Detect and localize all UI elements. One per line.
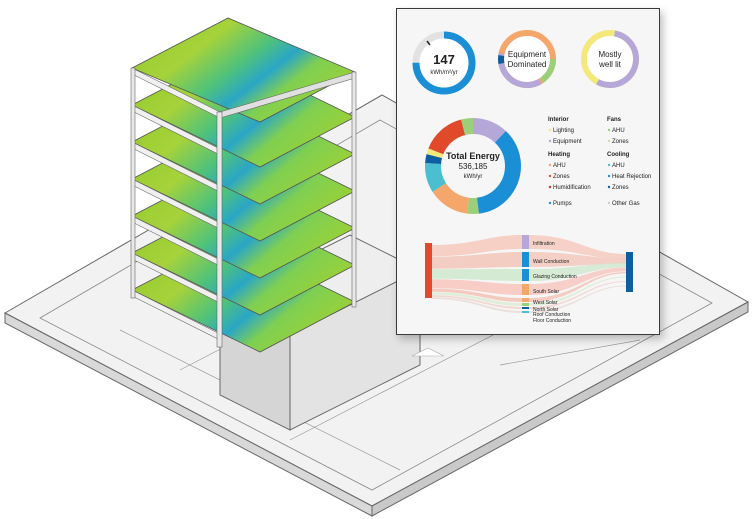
sankey-node	[522, 235, 529, 249]
legend-item: Lighting	[553, 128, 574, 134]
donut-segment	[425, 118, 521, 214]
legend-item: AHU	[553, 163, 566, 169]
donut-segment	[425, 117, 521, 214]
legend-item: Zones	[612, 139, 629, 145]
sankey-flow-in	[432, 279, 522, 295]
column-right	[351, 71, 357, 308]
sankey-flow-out	[529, 263, 626, 281]
sankey-node-label: Roof Conduction	[533, 312, 570, 318]
legend-dot	[607, 139, 611, 143]
legend-item: Zones	[553, 174, 570, 180]
sankey-source-node	[425, 243, 432, 298]
legend-heading-interior: Interior	[548, 117, 569, 123]
donut-unit: kWh/yr	[464, 174, 483, 180]
legend-dot	[548, 139, 552, 143]
sankey-node-label: Wall Conduction	[533, 259, 569, 265]
sankey-flow-in	[432, 235, 522, 257]
legend-dot	[548, 185, 552, 189]
sankey-node	[522, 269, 529, 281]
legend-item: Pumps	[553, 201, 572, 207]
eui-unit: kWh/m²/yr	[430, 70, 457, 76]
legend-dot	[548, 128, 552, 132]
legend-dot	[607, 201, 611, 205]
tower	[130, 17, 357, 353]
light-line1: Mostly	[598, 50, 621, 59]
sankey-node	[522, 307, 529, 309]
sankey-flow-in	[432, 288, 522, 302]
legend-dot	[548, 174, 552, 178]
donut-title: Total Energy	[446, 151, 500, 161]
legend-dot	[607, 163, 611, 167]
legend-dot	[607, 185, 611, 189]
sankey-flow-out	[529, 272, 626, 302]
legend-item: AHU	[612, 163, 625, 169]
sankey-node	[522, 303, 529, 306]
sankey-target-node	[626, 252, 633, 292]
sankey-flow-in	[432, 295, 522, 309]
sankey-node	[522, 298, 529, 302]
sankey-flow-out	[529, 276, 626, 306]
lighting-gauge: Mostly well lit	[581, 30, 639, 89]
sankey-node	[522, 252, 529, 267]
sankey-flow-in	[432, 252, 522, 269]
legend-dot	[548, 163, 552, 167]
sankey-flow-out	[529, 252, 626, 267]
sankey-node-label: South Solar	[533, 289, 559, 295]
sankey-flows	[432, 235, 626, 313]
energy-dashboard-panel: 147 kWh/m²/yr Equipment Dominated Mostly…	[396, 8, 660, 335]
legend-heading-heating: Heating	[548, 152, 570, 158]
eui-value: 147	[433, 52, 455, 67]
sankey-flow-out	[529, 267, 626, 295]
sankey-node-label: West Solar	[533, 300, 558, 306]
sankey-node	[522, 311, 529, 313]
donut-segment	[425, 118, 521, 214]
column-left	[130, 67, 136, 299]
donut-value: 536,185	[459, 162, 488, 171]
column-front	[216, 111, 223, 348]
sankey-flow-in	[432, 292, 522, 306]
legend-heading-cooling: Cooling	[607, 152, 630, 158]
donut-segment	[425, 118, 521, 214]
sankey-node-label: Infiltration	[533, 241, 555, 247]
legend-heading-fans: Fans	[607, 117, 622, 123]
dashboard-canvas: 147 kWh/m²/yr Equipment Dominated Mostly…	[412, 30, 651, 324]
sankey-flow-in	[432, 269, 522, 281]
roof-slab	[131, 17, 356, 123]
donut-segment	[425, 118, 521, 214]
sankey-flow-in	[432, 297, 522, 313]
sankey-flow-out	[529, 235, 626, 259]
eui-gauge: 147 kWh/m²/yr	[412, 31, 476, 95]
sankey-node	[522, 284, 529, 295]
sankey-node-label: Glazing Conduction	[533, 274, 577, 280]
donut-segment	[425, 118, 521, 214]
legend-item: Equipment	[553, 139, 582, 145]
legend-item: Zones	[612, 185, 629, 191]
legend-item: AHU	[612, 128, 625, 134]
equipment-line1: Equipment	[508, 50, 547, 59]
donut-segment	[425, 118, 521, 214]
equipment-line2: Dominated	[508, 60, 547, 69]
energy-legend: Interior Lighting Equipment Fans AHU Zon…	[548, 117, 651, 207]
equipment-gauge: Equipment Dominated	[498, 30, 556, 88]
sankey-node-label: Floor Conduction	[533, 318, 571, 324]
legend-dot	[607, 128, 611, 132]
legend-item: Other Gas	[612, 201, 640, 207]
sankey-node-label: North Solar	[533, 307, 559, 313]
legend-item: Heat Rejection	[612, 174, 651, 180]
total-energy-donut: Total Energy 536,185 kWh/yr	[425, 117, 521, 214]
legend-dot	[548, 201, 552, 205]
legend-item: Humidification	[553, 185, 591, 191]
legend-dot	[607, 174, 611, 178]
light-line2: well lit	[598, 60, 622, 69]
